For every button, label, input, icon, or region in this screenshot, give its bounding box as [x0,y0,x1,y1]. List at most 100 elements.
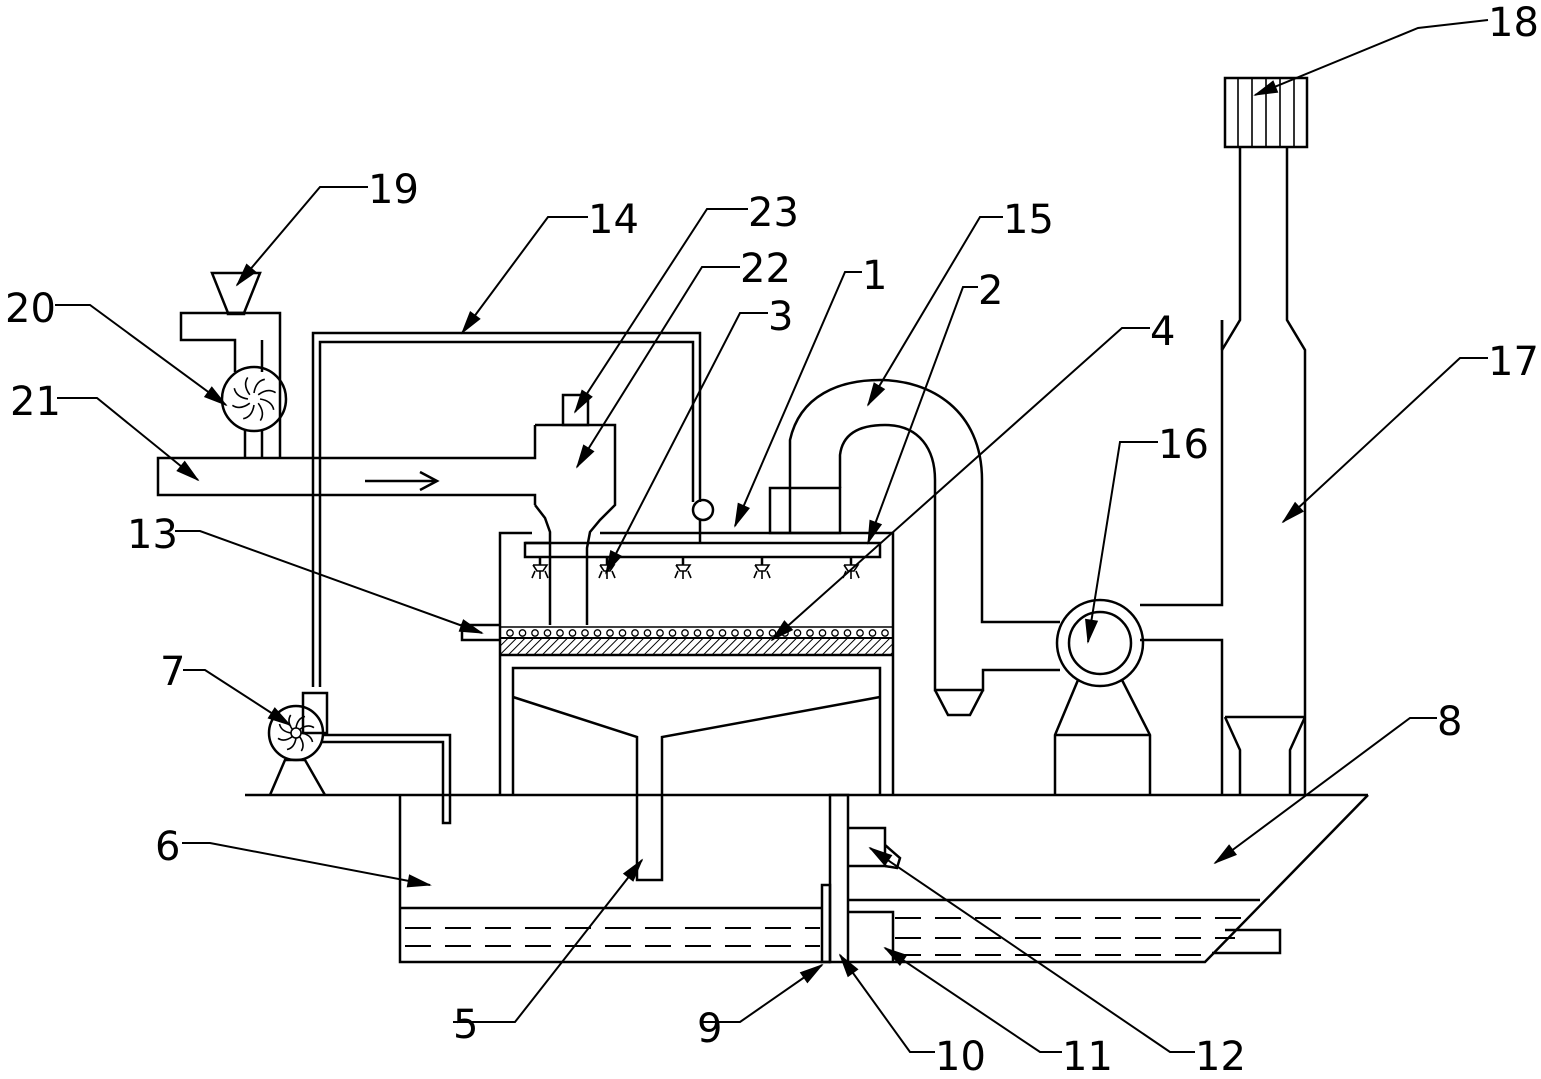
arrowhead [267,707,292,727]
leader-21 [57,397,200,482]
side-inlet [460,623,500,642]
spray-nozzle [674,557,692,579]
leader-8 [1213,717,1437,865]
leader-lines [55,19,1489,1053]
label-9: 9 [697,1006,722,1052]
reference-numerals: 1 2 3 4 5 6 7 8 9 10 11 12 13 14 15 16 1… [5,0,1539,1079]
label-2: 2 [978,268,1003,314]
filter-bead [593,629,602,637]
leader-9 [700,963,824,1023]
rotor-blades [231,376,277,422]
leader-13 [175,530,484,634]
leader-7 [183,669,292,727]
arrowhead [838,953,859,978]
arrowhead [1253,80,1279,96]
label-6: 6 [155,824,180,870]
label-18: 18 [1488,0,1539,46]
label-10: 10 [935,1034,986,1079]
spray-nozzle [753,557,771,579]
arrowhead [867,519,883,545]
filter-bead [768,629,777,637]
filter-bead [793,629,802,637]
arrowhead [573,389,593,414]
leader-11 [883,946,1062,1053]
label-15: 15 [1003,197,1054,243]
arrowhead [1213,844,1237,865]
partition-wall [820,793,850,964]
small-valve-box [561,393,590,427]
leader-10 [838,953,935,1053]
label-17: 17 [1488,339,1539,385]
exhaust-duct [768,378,1060,717]
label-1: 1 [862,253,887,299]
arrowhead [867,382,886,407]
leader-22 [575,266,740,469]
label-19: 19 [368,167,419,213]
filter-bead [843,629,852,637]
filter-bead [668,629,677,637]
label-16: 16 [1158,422,1209,468]
filter-bead [581,629,589,637]
arrowhead [883,946,908,967]
filter-bead [606,629,614,637]
filter-bead [818,629,827,637]
arrowhead [575,444,595,469]
leader-17 [1281,357,1488,524]
label-7: 7 [160,649,185,695]
circulation-pump [267,691,452,825]
leader-23 [573,208,748,414]
collection-hopper [512,695,881,882]
weir-block [848,910,895,962]
arrowhead [1281,501,1305,524]
filter-bead [643,629,652,637]
filter-bead [681,629,689,637]
filter-bead [881,629,889,637]
filter-bead [718,629,727,637]
spray-header [523,541,882,579]
leader-6 [182,842,432,888]
leader-15 [867,216,1003,407]
leader-12 [868,846,1195,1053]
leader-20 [55,304,228,407]
filter-bead [706,629,714,637]
label-21: 21 [10,379,61,425]
rotor-blades [277,714,315,752]
filter-bead [856,629,864,637]
scrubber-tower [498,531,895,795]
filter-bead [831,629,839,637]
arrowhead [460,311,481,335]
filter-bead [743,629,752,637]
label-4: 4 [1150,309,1175,355]
filter-bead [543,629,552,637]
leader-3 [605,312,768,575]
filter-bead [518,629,527,637]
leader-18 [1253,19,1489,96]
leader-5 [453,858,644,1023]
leader-4 [770,327,1150,642]
dosing-feeder [179,271,288,458]
arrowhead [458,619,484,634]
inlet-venturi [534,423,617,625]
filter-bead [506,629,514,637]
leader-19 [235,186,368,287]
arrowhead [734,502,750,528]
arrowhead [622,858,644,882]
arrowhead [868,846,893,867]
induced-draft-fan [1053,320,1224,795]
label-22: 22 [740,246,791,292]
label-11: 11 [1062,1034,1113,1079]
label-5: 5 [453,1002,478,1048]
baffle-block [848,826,902,870]
filter-bead [731,629,739,637]
circulation-pipe [311,331,715,687]
leader-14 [460,216,588,335]
filter-bead [556,629,564,637]
label-8: 8 [1437,699,1462,745]
leader-16 [1085,441,1158,644]
filter-bead [568,629,577,637]
label-23: 23 [748,190,799,236]
label-3: 3 [768,294,793,340]
sedimentation-tank [848,794,1369,964]
